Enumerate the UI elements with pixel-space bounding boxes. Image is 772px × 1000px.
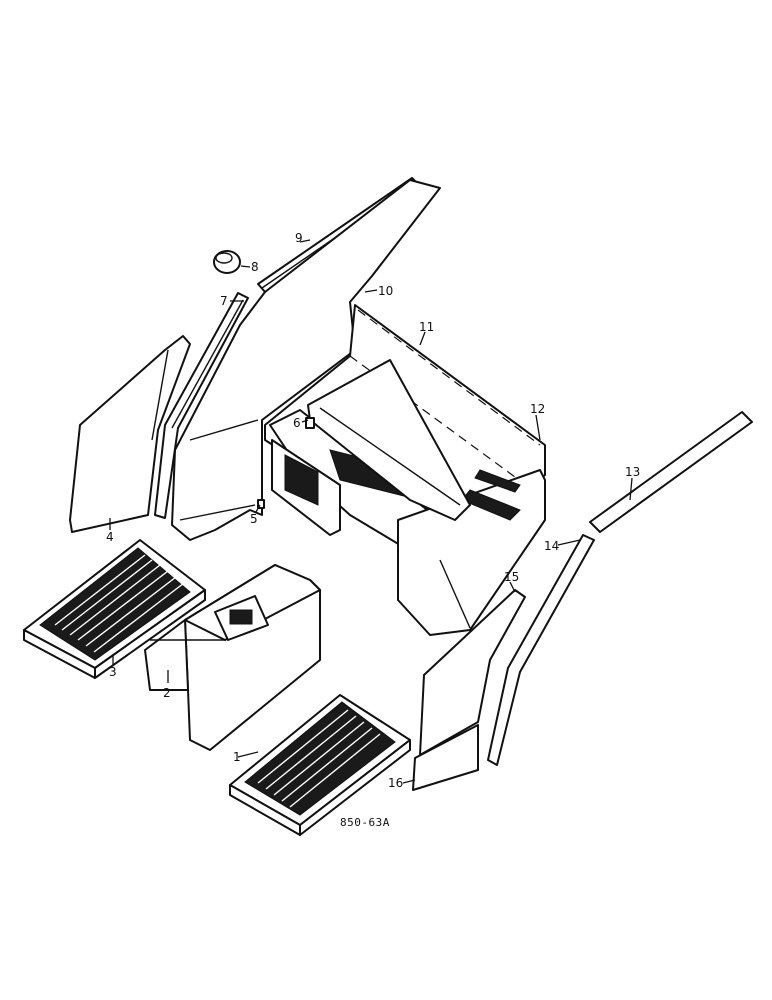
part-8-knob [213,250,241,274]
callout-13: 13 [625,465,640,479]
leader-lines [109,239,633,784]
part-14-right-fender-edge [487,534,595,766]
callout-labels: 1 2 3 4 5 6 7 8 9 10 11 12 13 14 15 16 [106,231,640,790]
part-13-right-trim [589,411,753,533]
part-16-lower-right-panel [412,724,479,791]
callout-12: 12 [530,402,545,416]
part-1-right-step-mat [229,694,411,836]
figure-code: 850-63A [340,816,390,829]
callout-4: 4 [106,530,114,544]
callout-6: 6 [293,416,301,430]
callout-2: 2 [163,686,171,700]
callout-9: 9 [295,231,303,245]
callout-3: 3 [109,665,117,679]
callout-11: 11 [419,320,434,334]
callout-1: 1 [233,750,241,764]
callout-15: 15 [504,570,519,584]
part-4-left-side-panel [69,335,191,533]
part-7-fender-edge-trim [154,292,249,519]
part-10-left-fender [171,179,441,541]
part-5-bolt [257,499,265,509]
part-6-bolt [305,417,315,429]
callout-5: 5 [250,512,258,526]
callout-14: 14 [544,539,559,553]
callout-8: 8 [251,260,259,274]
part-3-left-step-mat [23,539,206,679]
part-2-console-box [144,564,321,751]
callout-10: 10 [378,284,393,298]
callout-7: 7 [220,294,228,308]
callout-16: 16 [388,776,403,790]
